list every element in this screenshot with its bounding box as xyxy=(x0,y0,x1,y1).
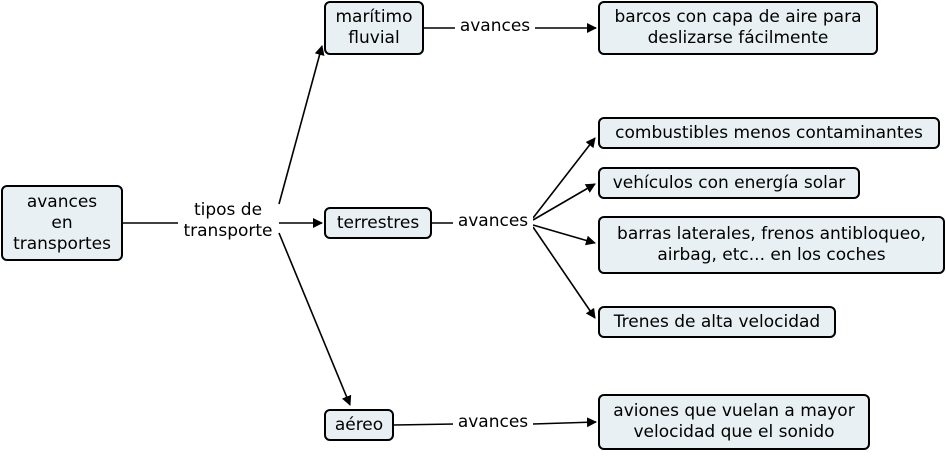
concept-terrestres[interactable]: terrestres xyxy=(324,207,432,239)
arrow-avances-to-combustibles xyxy=(532,137,596,219)
arrow-avances-to-barras xyxy=(532,224,596,246)
connector-aereo-to-avances xyxy=(393,423,456,426)
linking-phrase-avances-terrestres: avances xyxy=(453,211,533,232)
concept-aereo[interactable]: aéreo xyxy=(324,409,394,441)
arrow-avances-to-aviones xyxy=(532,417,597,428)
concept-barras-laterales-frenos-airbag[interactable]: barras laterales, frenos antibloqueo, ai… xyxy=(598,216,945,274)
concept-avances-en-transportes[interactable]: avances en transportes xyxy=(1,185,123,261)
arrow-avances-to-trenes xyxy=(532,226,596,319)
concept-aviones-supersonicos[interactable]: aviones que vuelan a mayor velocidad que… xyxy=(598,394,870,450)
arrow-avances-to-solar xyxy=(532,183,596,221)
arrow-tipos-to-aereo xyxy=(278,232,352,406)
linking-phrase-avances-aereo: avances xyxy=(453,412,533,433)
concept-barcos-capa-de-aire[interactable]: barcos con capa de aire para deslizarse … xyxy=(598,1,878,55)
concept-vehiculos-energia-solar[interactable]: vehículos con energía solar xyxy=(598,167,860,199)
arrow-tipos-to-maritime xyxy=(278,45,325,205)
concept-combustibles-menos-contaminantes[interactable]: combustibles menos contaminantes xyxy=(598,117,940,149)
concept-trenes-alta-velocidad[interactable]: Trenes de alta velocidad xyxy=(598,306,836,338)
concept-maritimo-fluvial[interactable]: marítimo fluvial xyxy=(324,1,424,55)
linking-phrase-tipos-de-transporte: tipos de transporte xyxy=(178,200,278,242)
linking-phrase-avances-maritimo: avances xyxy=(455,16,535,37)
